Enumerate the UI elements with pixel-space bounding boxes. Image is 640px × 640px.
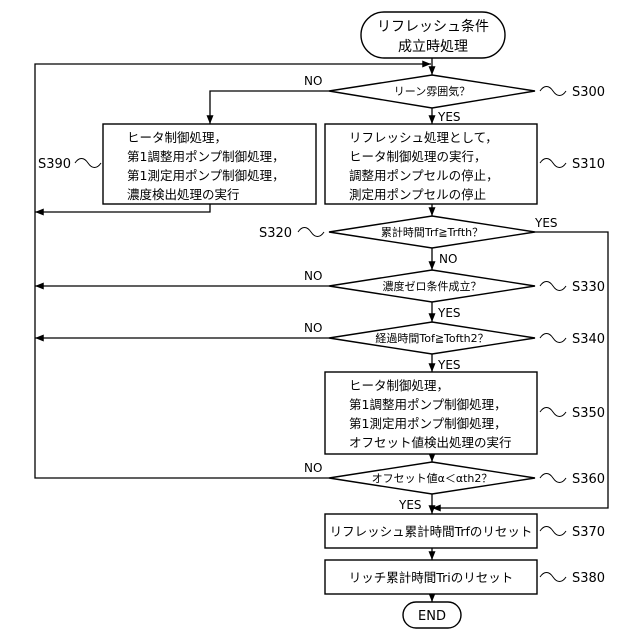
process-s380-text: リッチ累計時間Triのリセット (349, 570, 513, 585)
process-s350-text-line: 第1調整用ポンプ制御処理， (349, 397, 507, 412)
process-s390: ヒータ制御処理， 第1調整用ポンプ制御処理， 第1測定用ポンプ制御処理， 濃度検… (38, 124, 316, 204)
decision-s300: リーン雰囲気？ S300 NO YES (304, 74, 605, 124)
process-s350-text-line: ヒータ制御処理， (349, 378, 449, 393)
decision-s320-no-label: NO (439, 252, 457, 266)
start-terminal-text: リフレッシュ条件 (377, 18, 489, 35)
process-s390-text-line: 第1測定用ポンプ制御処理， (127, 168, 285, 183)
decision-s320-text: 累計時間Trf≧Trfth？ (381, 225, 483, 239)
step-label-connector (540, 159, 566, 168)
step-label-connector (540, 527, 566, 536)
step-label-s300: S300 (572, 85, 605, 100)
decision-s320-yes-label: YES (534, 216, 558, 230)
step-label-connector (540, 408, 566, 417)
process-s310-text-line: 調整用ポンプセルの停止， (349, 168, 499, 183)
step-label-s390: S390 (38, 157, 71, 172)
process-s350-text-line: 第1測定用ポンプ制御処理， (349, 416, 507, 431)
step-label-s310: S310 (572, 157, 605, 172)
decision-s340-yes-label: YES (437, 358, 461, 372)
step-label-s360: S360 (572, 472, 605, 487)
process-s370-text: リフレッシュ累計時間Trfのリセット (330, 524, 533, 539)
step-label-s320: S320 (259, 226, 292, 241)
decision-s300-no-label: NO (304, 74, 322, 88)
start-terminal: リフレッシュ条件 成立時処理 (361, 12, 505, 58)
process-s310-text-line: 測定用ポンプセルの停止 (349, 187, 486, 202)
decision-s360-no-label: NO (304, 461, 322, 475)
step-label-s350: S350 (572, 406, 605, 421)
step-label-connector (540, 87, 566, 96)
process-s390-text-line: ヒータ制御処理， (127, 130, 227, 145)
process-s370: リフレッシュ累計時間Trfのリセット S370 (325, 514, 605, 548)
step-label-s340: S340 (572, 332, 605, 347)
step-label-connector (540, 573, 566, 582)
decision-s340-text: 経過時間Tof≧Tofth2？ (375, 332, 488, 345)
process-s350: ヒータ制御処理， 第1調整用ポンプ制御処理， 第1測定用ポンプ制御処理， オフセ… (325, 372, 605, 454)
process-s310-text-line: ヒータ制御処理の実行， (349, 149, 487, 164)
flow-s390-exit (35, 204, 210, 212)
flow-s300-no (210, 91, 329, 124)
process-s390-text-line: 第1調整用ポンプ制御処理， (127, 149, 285, 164)
step-label-connector (540, 334, 566, 343)
decision-s340-no-label: NO (304, 321, 322, 335)
decision-s300-yes-label: YES (437, 110, 461, 124)
step-label-connector (298, 228, 324, 237)
decision-s300-text: リーン雰囲気？ (394, 84, 470, 98)
decision-s340: 経過時間Tof≧Tofth2？ S340 NO YES (304, 321, 605, 372)
decision-s330-yes-label: YES (437, 306, 461, 320)
decision-s330-no-label: NO (304, 269, 322, 283)
decision-s330-text: 濃度ゼロ条件成立？ (383, 279, 482, 293)
process-s380: リッチ累計時間Triのリセット S380 (325, 560, 605, 594)
decision-s360: オフセット値α＜αth2？ S360 NO YES (304, 461, 605, 512)
process-s350-text-line: オフセット値検出処理の実行 (349, 435, 512, 450)
step-label-connector (540, 474, 566, 483)
decision-s320: 累計時間Trf≧Trfth？ S320 YES NO (259, 216, 558, 266)
step-label-connector (540, 282, 566, 291)
end-terminal-text: END (418, 609, 446, 624)
step-label-s330: S330 (572, 280, 605, 295)
end-terminal: END (403, 602, 461, 628)
decision-s330: 濃度ゼロ条件成立？ S330 NO YES (304, 269, 605, 320)
step-label-s370: S370 (572, 525, 605, 540)
step-label-connector (75, 159, 101, 168)
start-terminal-text: 成立時処理 (398, 39, 468, 55)
step-label-s380: S380 (572, 571, 605, 586)
process-s390-text-line: 濃度検出処理の実行 (127, 187, 240, 202)
process-s310: リフレッシュ処理として， ヒータ制御処理の実行， 調整用ポンプセルの停止， 測定… (325, 124, 605, 204)
decision-s360-text: オフセット値α＜αth2？ (372, 472, 493, 485)
process-s310-text-line: リフレッシュ処理として， (349, 130, 498, 145)
decision-s360-yes-label: YES (398, 498, 422, 512)
